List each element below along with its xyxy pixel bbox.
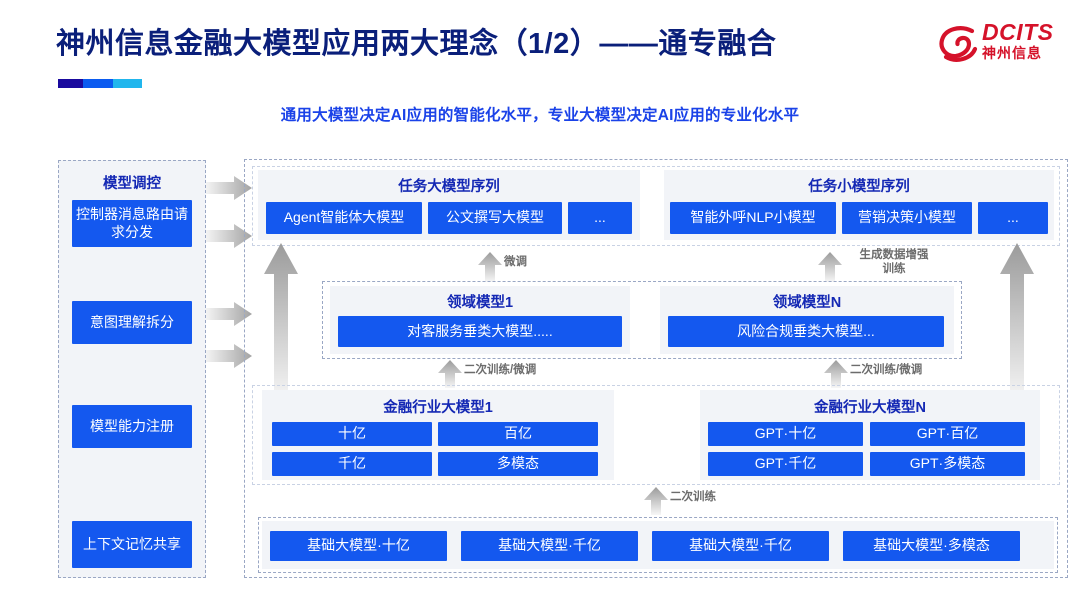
sidebar-title: 模型调控 <box>103 176 161 192</box>
company-logo: DCITS 神州信息 <box>938 20 1066 70</box>
arrow-up-retrain-tune-right <box>824 360 848 388</box>
industry-model-1-title: 金融行业大模型1 <box>383 400 493 416</box>
base-model-item-multimodal[interactable]: 基础大模型·多模态 <box>843 531 1020 561</box>
logo-english-name: DCITS <box>982 19 1054 45</box>
accent-segment-navy <box>58 79 84 88</box>
task-small-item-nlp-outbound[interactable]: 智能外呼NLP小模型 <box>670 202 836 234</box>
task-large-item-agent[interactable]: Agent智能体大模型 <box>266 202 422 234</box>
title-accent-bar <box>58 79 142 88</box>
arrow-up-retrain-tune-left <box>438 360 462 388</box>
sidebar-item-capability-registry[interactable]: 模型能力注册 <box>72 405 192 448</box>
flow-label-retrain-tune-right: 二次训练/微调 <box>850 364 923 376</box>
logo-chinese-name: 神州信息 <box>982 45 1042 61</box>
domain-model-n-item[interactable]: 风险合规垂类大模型... <box>668 316 944 347</box>
base-model-item-qianyi-1[interactable]: 基础大模型·千亿 <box>461 531 638 561</box>
base-model-item-shiyi[interactable]: 基础大模型·十亿 <box>270 531 447 561</box>
connector-arrow-right-1 <box>206 176 252 200</box>
task-small-item-more[interactable]: ... <box>978 202 1048 234</box>
flow-label-retrain-tune-left: 二次训练/微调 <box>464 364 537 376</box>
industry-row-frame <box>252 385 1060 485</box>
industry-model-n-title: 金融行业大模型N <box>814 400 926 416</box>
architecture-outer-frame <box>244 159 1068 578</box>
industry-model-n-item-gpt-baiyi[interactable]: GPT·百亿 <box>870 422 1025 446</box>
task-large-item-doc-writing[interactable]: 公文撰写大模型 <box>428 202 562 234</box>
sidebar-item-controller-routing[interactable]: 控制器消息路由请求分发 <box>72 200 192 247</box>
domain-model-1-item[interactable]: 对客服务垂类大模型..... <box>338 316 622 347</box>
base-model-item-qianyi-2[interactable]: 基础大模型·千亿 <box>652 531 829 561</box>
industry-model-1-item-multimodal[interactable]: 多模态 <box>438 452 598 476</box>
arrow-up-data-augmentation <box>818 252 842 282</box>
industry-model-1-item-qianyi[interactable]: 千亿 <box>272 452 432 476</box>
sidebar-item-context-memory-share[interactable]: 上下文记忆共享 <box>72 521 192 568</box>
domain-model-n-title: 领域模型N <box>772 295 842 311</box>
base-row-frame <box>258 517 1058 573</box>
arrow-up-fine-tune <box>478 252 502 282</box>
industry-model-1-item-baiyi[interactable]: 百亿 <box>438 422 598 446</box>
accent-segment-cyan <box>113 79 142 88</box>
industry-model-n-item-gpt-shiyi[interactable]: GPT·十亿 <box>708 422 863 446</box>
industry-model-1-item-shiyi[interactable]: 十亿 <box>272 422 432 446</box>
task-row-frame <box>252 166 1060 246</box>
sidebar-item-intent-understanding[interactable]: 意图理解拆分 <box>72 301 192 344</box>
tall-arrow-up-left <box>264 243 298 403</box>
accent-segment-blue <box>83 79 114 88</box>
tall-arrow-up-right <box>1000 243 1034 403</box>
dcits-swirl-icon <box>939 26 978 62</box>
flow-label-data-augmentation: 生成数据增强 训练 <box>859 249 929 276</box>
page-subtitle: 通用大模型决定AI应用的智能化水平，专业大模型决定AI应用的专业化水平 <box>280 107 800 124</box>
page-title: 神州信息金融大模型应用两大理念（1/2）——通专融合 <box>56 28 777 60</box>
connector-arrow-right-4 <box>206 344 252 368</box>
task-small-title: 任务小模型序列 <box>808 179 910 195</box>
task-small-item-marketing-decision[interactable]: 营销决策小模型 <box>842 202 972 234</box>
industry-model-n-item-gpt-multimodal[interactable]: GPT·多模态 <box>870 452 1025 476</box>
task-large-title: 任务大模型序列 <box>398 179 500 195</box>
flow-label-fine-tune: 微调 <box>504 256 527 268</box>
task-large-item-more[interactable]: ... <box>568 202 632 234</box>
connector-arrow-right-3 <box>206 302 252 326</box>
domain-row-frame <box>322 281 962 359</box>
connector-arrow-right-2 <box>206 224 252 248</box>
logo-text-group: DCITS 神州信息 <box>982 20 1054 62</box>
industry-model-n-item-gpt-qianyi[interactable]: GPT·千亿 <box>708 452 863 476</box>
domain-model-1-title: 领域模型1 <box>446 295 514 311</box>
flow-label-retrain: 二次训练 <box>670 491 716 503</box>
arrow-up-retrain <box>644 487 668 515</box>
